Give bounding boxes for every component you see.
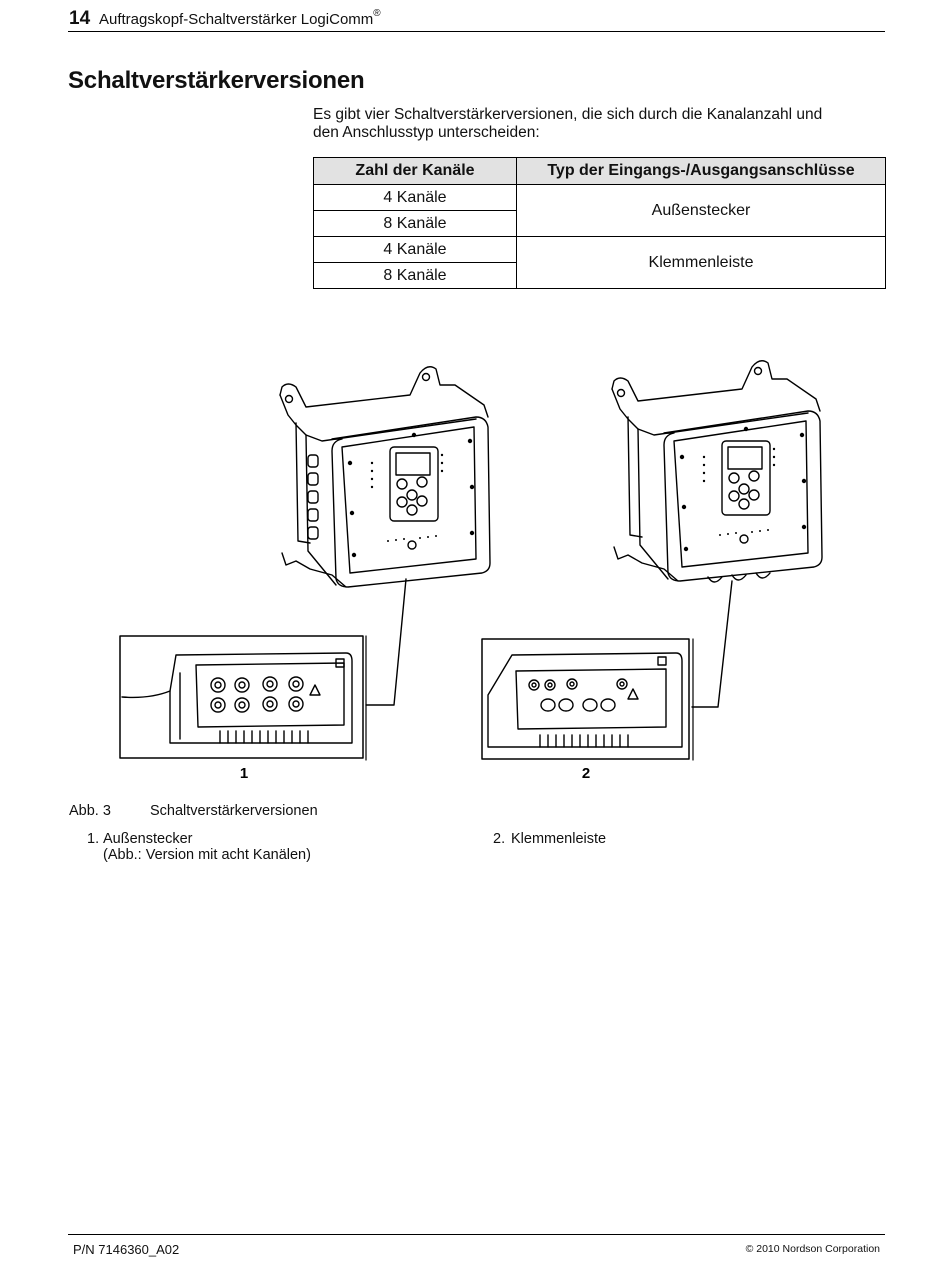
terminal-strip-detail [481, 638, 694, 761]
figure-caption-number: Abb. 3 [69, 803, 111, 819]
legend-item-2-label: Klemmenleiste [511, 831, 607, 847]
cell-type-external-connectors: Außenstecker [516, 184, 886, 237]
figure-label-2: 2 [582, 765, 590, 782]
intro-line-2: den Anschlusstyp unterscheiden: [313, 124, 540, 141]
intro-paragraph: Es gibt vier Schaltverstärkerversionen, … [313, 106, 883, 142]
table-row: 8 Kanäle [313, 262, 886, 289]
table-row: 4 Kanäle Außenstecker [313, 184, 886, 237]
table-row: 8 Kanäle [313, 210, 886, 237]
figure-label-1: 1 [240, 765, 248, 782]
amplifier-external-connectors-illustration [119, 366, 491, 761]
intro-line-1: Es gibt vier Schaltverstärkerversionen, … [313, 106, 823, 123]
cell-channels: 8 Kanäle [313, 262, 517, 289]
cell-type-terminal-strip: Klemmenleiste [516, 236, 886, 289]
part-number: P/N 7146360_A02 [73, 1242, 180, 1257]
cell-channels: 4 Kanäle [313, 236, 517, 263]
table-row: 4 Kanäle Klemmenleiste [313, 236, 886, 289]
side-connector-column [307, 454, 319, 540]
running-title-text: Auftragskopf-Schaltverstärker LogiComm [99, 11, 374, 28]
versions-table: Zahl der Kanäle Typ der Eingangs-/Ausgan… [313, 157, 886, 289]
cooling-fins [219, 730, 309, 744]
cell-channels: 4 Kanäle [313, 184, 517, 211]
legend-item-1-label: Außenstecker [103, 831, 193, 847]
legend-item-1-number: 1. [87, 831, 100, 847]
amplifier-versions-figure: 1 2 [119, 360, 823, 782]
header-rule [68, 31, 885, 32]
running-title: Auftragskopf-Schaltverstärker LogiComm® [99, 8, 381, 28]
header-connection-type: Typ der Eingangs-/Ausgangsanschlüsse [516, 157, 886, 185]
amplifier-terminal-strip-illustration [611, 360, 823, 708]
figure-caption-text: Schaltverstärkerversionen [150, 803, 318, 819]
registered-mark: ® [373, 8, 381, 19]
section-title: Schaltverstärkerversionen [68, 67, 365, 94]
cell-channels: 8 Kanäle [313, 210, 517, 237]
copyright: © 2010 Nordson Corporation [745, 1243, 880, 1255]
table-header-row: Zahl der Kanäle Typ der Eingangs-/Ausgan… [313, 157, 886, 185]
legend-item-1-note: (Abb.: Version mit acht Kanälen) [103, 847, 311, 863]
page-number: 14 [69, 8, 91, 29]
legend-item-1: Außenstecker (Abb.: Version mit acht Kan… [103, 831, 311, 863]
footer-rule [68, 1234, 885, 1235]
connector-grid [210, 676, 304, 713]
legend-item-2-number: 2. [493, 831, 506, 847]
header-channels: Zahl der Kanäle [313, 157, 517, 185]
